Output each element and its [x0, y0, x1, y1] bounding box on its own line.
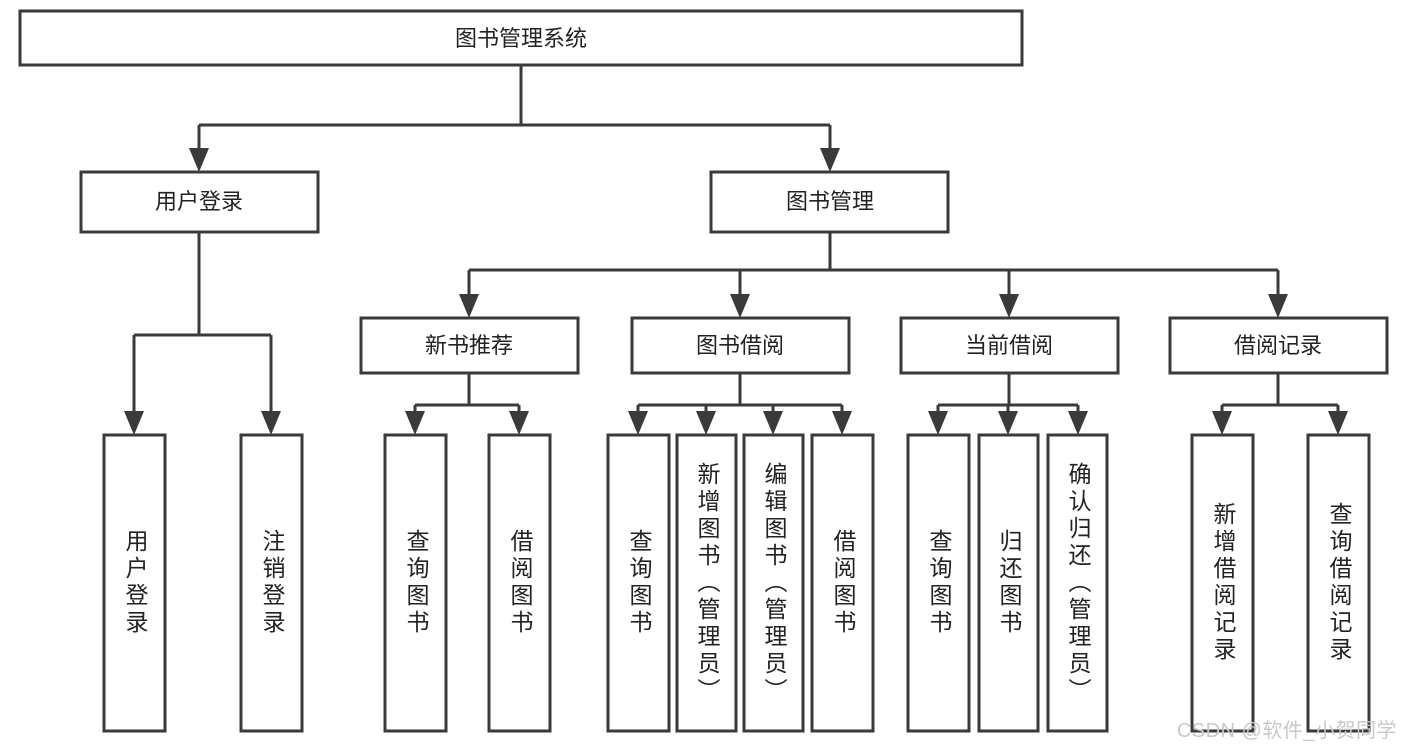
node-borrow-record-label: 借阅记录: [1234, 333, 1322, 358]
connector-group-current-borrow: [928, 373, 1088, 435]
arrowhead-borrow-record: [1268, 294, 1288, 318]
leaf-query-book-1-box[interactable]: [383, 433, 448, 733]
arrowhead-leaf-add-book: [696, 411, 716, 435]
leaf-add-book-box[interactable]: [675, 433, 738, 733]
csdn-watermark: CSDN @软件_小贺同学: [1176, 720, 1397, 742]
node-new-book-recommend-label: 新书推荐: [425, 333, 513, 358]
connector-group-new-book-recommend: [405, 373, 529, 435]
node-book-borrow-label: 图书借阅: [696, 333, 784, 358]
node-book-management-label: 图书管理: [786, 189, 874, 214]
node-borrow-record[interactable]: 借阅记录: [1168, 316, 1389, 375]
arrowhead-leaf-confirm-return: [1068, 411, 1088, 435]
arrowhead-leaf-edit-book: [763, 411, 783, 435]
leaf-return-book-box[interactable]: [977, 433, 1040, 733]
arrowhead-leaf-borrow-book-2: [832, 411, 852, 435]
arrowhead-leaf-query-book-3: [928, 411, 948, 435]
arrowhead-leaf-return-book: [998, 411, 1018, 435]
leaf-query-book-2-box[interactable]: [606, 433, 671, 733]
connector-group-borrow-record: [1212, 373, 1348, 435]
arrowhead-book-management: [820, 148, 840, 172]
arrowhead-leaf-borrow-book-1: [509, 411, 529, 435]
node-root-box[interactable]: [18, 9, 1024, 67]
arrowhead-leaf-logout: [261, 411, 281, 435]
leaf-edit-book-box[interactable]: [742, 433, 805, 733]
leaf-confirm-return-box[interactable]: [1046, 433, 1109, 733]
connector-group-book-management: [459, 232, 1288, 318]
connector-group-user-login: [124, 232, 281, 435]
arrowhead-leaf-query-book-2: [628, 411, 648, 435]
arrowhead-leaf-query-record: [1328, 411, 1348, 435]
node-user-login-box[interactable]: [79, 170, 320, 234]
connector-group-root: [189, 65, 840, 172]
leaf-borrow-book-2-box[interactable]: [810, 433, 875, 733]
arrowhead-new-book-recommend: [459, 294, 479, 318]
leaf-user-login-box[interactable]: [102, 433, 167, 733]
arrowhead-user-login: [189, 148, 209, 172]
arrowhead-book-borrow: [730, 294, 750, 318]
arrowhead-current-borrow: [999, 294, 1019, 318]
leaf-query-book-3-box[interactable]: [906, 433, 971, 733]
node-root-label: 图书管理系统: [455, 26, 587, 51]
node-root[interactable]: 图书管理系统: [18, 9, 1024, 67]
node-book-management[interactable]: 图书管理: [709, 170, 950, 234]
leaf-add-record-box[interactable]: [1190, 433, 1255, 733]
node-user-login[interactable]: 用户登录: [79, 170, 320, 234]
node-book-borrow[interactable]: 图书借阅: [630, 316, 851, 375]
node-borrow-record-box[interactable]: [1168, 316, 1389, 375]
connector-group-book-borrow: [628, 373, 852, 435]
node-current-borrow[interactable]: 当前借阅: [899, 316, 1120, 375]
leaf-boxes: [102, 433, 1371, 733]
leaf-logout-box[interactable]: [239, 433, 304, 733]
arrowhead-leaf-add-record: [1212, 411, 1232, 435]
node-book-management-box[interactable]: [709, 170, 950, 234]
leaf-borrow-book-1-box[interactable]: [487, 433, 552, 733]
leaf-query-record-box[interactable]: [1306, 433, 1371, 733]
arrowhead-leaf-query-book-1: [405, 411, 425, 435]
node-user-login-label: 用户登录: [155, 189, 243, 214]
node-new-book-recommend[interactable]: 新书推荐: [359, 316, 580, 375]
arrowhead-leaf-user-login: [124, 411, 144, 435]
node-new-book-recommend-box[interactable]: [359, 316, 580, 375]
node-current-borrow-label: 当前借阅: [965, 333, 1053, 358]
node-book-borrow-box[interactable]: [630, 316, 851, 375]
node-current-borrow-box[interactable]: [899, 316, 1120, 375]
